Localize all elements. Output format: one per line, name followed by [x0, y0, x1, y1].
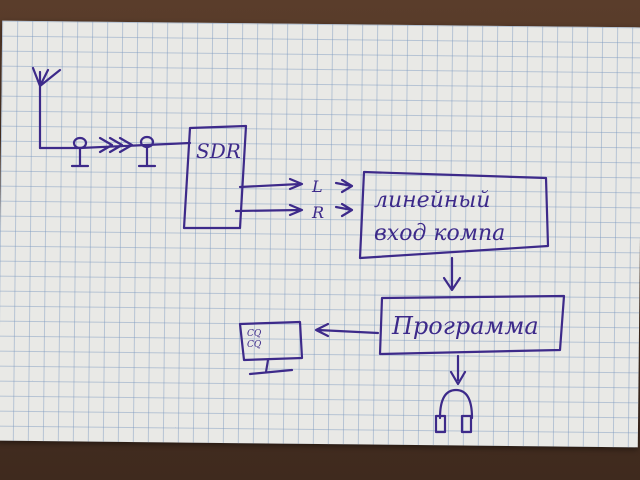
program-box [378, 294, 566, 356]
sdr-box [182, 124, 248, 230]
monitor-text-2: CQ [247, 340, 262, 350]
monitor-text-1: CQ [247, 329, 262, 339]
coax-connector-icon [137, 135, 157, 168]
line-input-box [358, 170, 550, 260]
coax-connector-icon [70, 136, 90, 168]
left-channel-label: L [311, 177, 323, 196]
arrow-to-program [442, 256, 462, 292]
sdr-label: SDR [196, 139, 241, 163]
left-channel-line [238, 177, 304, 191]
right-channel-line [234, 203, 304, 217]
chevron-connector-icon [98, 136, 134, 154]
arrow-to-monitor [314, 322, 380, 338]
antenna-icon [31, 66, 62, 150]
right-channel-label: R [311, 203, 324, 222]
monitor-icon [238, 320, 304, 376]
line-input-label-2: вход компа [374, 221, 505, 246]
line-input-label-1: линейный [374, 188, 490, 213]
program-label: Программа [391, 312, 539, 340]
antenna-feed-line [38, 141, 192, 150]
arrow-to-headphones [449, 354, 467, 386]
left-arrow-to-input [334, 178, 354, 194]
right-arrow-to-input [334, 202, 354, 218]
headphones-icon [434, 388, 474, 434]
